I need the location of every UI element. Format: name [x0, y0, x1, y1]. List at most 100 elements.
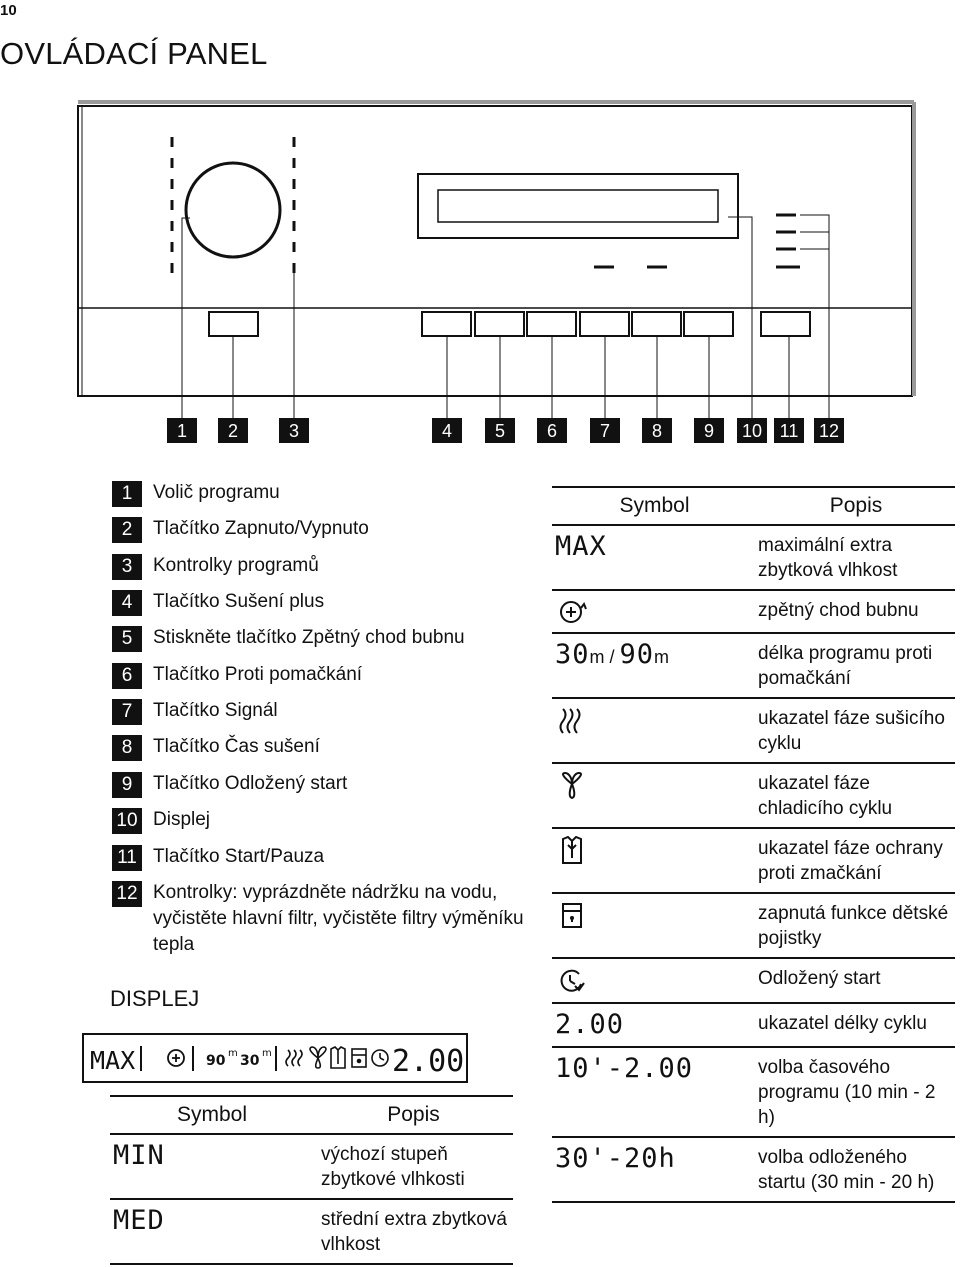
callout-label: 10	[742, 421, 762, 441]
legend-text: Volič programu	[153, 482, 280, 503]
legend-number: 3	[112, 554, 142, 580]
heat-waves-icon	[559, 708, 581, 734]
symbol-text: MAX	[555, 531, 607, 562]
callout-box-8	[642, 418, 672, 443]
callout-label: 2	[228, 421, 238, 441]
symbol-text: MED	[113, 1205, 165, 1236]
table-row: ukazatel fáze chladicího cyklu	[552, 763, 955, 829]
callout-box-2	[218, 418, 248, 443]
callout-label: 3	[289, 421, 299, 441]
legend-number: 10	[112, 808, 142, 834]
panel-buttons	[208, 311, 811, 337]
drum-reverse-icon	[167, 1049, 185, 1067]
display-frame	[417, 173, 739, 239]
callout-label: 12	[819, 421, 839, 441]
child-lock-icon	[351, 1048, 367, 1068]
symbol-separator: /	[609, 647, 615, 667]
callout-label: 6	[547, 421, 557, 441]
callout-box-9	[694, 418, 724, 443]
symbol-seg-a: 30	[555, 639, 590, 670]
legend-number: 12	[112, 881, 142, 907]
callout-box-7	[590, 418, 620, 443]
shirt-icon	[562, 836, 582, 864]
description-text: Odložený start	[758, 968, 881, 989]
callout-label: 11	[780, 421, 799, 441]
symbol-text: 2.00	[555, 1009, 625, 1040]
display-max-label: MAX	[90, 1046, 135, 1075]
display-time-90: 90	[206, 1053, 226, 1069]
symbol-time: 30m/90m	[555, 639, 669, 670]
callout-label: 8	[652, 421, 662, 441]
table-header-symbol: Symbol	[110, 1095, 315, 1135]
program-indicator-dashes	[170, 137, 296, 273]
legend-number: 11	[112, 845, 142, 871]
symbol-text: 30'-20h	[555, 1143, 676, 1174]
display-readout: 2.00	[392, 1044, 464, 1079]
callout-label: 1	[177, 421, 187, 441]
leader-lines	[181, 214, 830, 418]
callout-box-10	[737, 418, 767, 443]
display-screen	[437, 189, 719, 223]
display-unit-a: m	[228, 1048, 238, 1059]
page-number: 10	[0, 2, 17, 19]
legend-text: Tlačítko Sušení plus	[153, 591, 325, 612]
description-text: výchozí stupeň zbytkové vlhkosti	[321, 1144, 465, 1190]
delay-clock-icon	[371, 1049, 389, 1067]
table-row: MED střední extra zbytková vlhkost	[110, 1199, 513, 1265]
heat-waves-icon	[285, 1049, 303, 1067]
delay-clock-icon	[560, 969, 585, 992]
symbol-unit-b: m	[654, 647, 670, 667]
symbol-text: 10'-2.00	[555, 1053, 694, 1084]
description-text: zapnutá funkce dětské pojistky	[758, 903, 949, 949]
description-text: ukazatel fáze sušicího cyklu	[758, 708, 945, 754]
table-row: ukazatel fáze ochrany proti zmačkání	[552, 828, 955, 894]
legend-number: 7	[112, 699, 142, 725]
table-row: zapnutá funkce dětské pojistky	[552, 893, 955, 959]
description-text: střední extra zbytková vlhkost	[321, 1209, 507, 1255]
legend-text: Tlačítko Proti pomačkání	[153, 664, 363, 685]
description-text: délka programu proti pomačkání	[758, 643, 933, 689]
legend-text: Kontrolky: vyprázdněte nádržku na vodu, …	[153, 882, 524, 955]
legend-text: Tlačítko Odložený start	[153, 773, 348, 794]
legend-text: Stiskněte tlačítko Zpětný chod bubnu	[153, 627, 465, 648]
callout-label: 5	[495, 421, 505, 441]
fan-icon	[562, 771, 582, 800]
display-time-30: 30	[240, 1053, 260, 1069]
callout-label: 9	[704, 421, 714, 441]
callout-box-5	[485, 418, 515, 443]
legend-text: Tlačítko Signál	[153, 700, 278, 721]
legend-text: Tlačítko Čas sušení	[153, 736, 320, 757]
description-text: ukazatel fáze ochrany proti zmačkání	[758, 838, 943, 884]
drum-reverse-icon	[560, 601, 587, 623]
table-header-desc: Popis	[757, 486, 955, 526]
legend-text: Tlačítko Start/Pauza	[153, 846, 325, 867]
callout-box-6	[537, 418, 567, 443]
shirt-icon	[330, 1046, 346, 1069]
description-text: ukazatel fáze chladicího cyklu	[758, 773, 893, 819]
legend-text: Displej	[153, 809, 211, 830]
legend-text: Kontrolky programů	[153, 555, 319, 576]
page-title: OVLÁDACÍ PANEL	[0, 36, 268, 71]
table-row: ukazatel fáze sušicího cyklu	[552, 698, 955, 764]
table-header-desc: Popis	[314, 1095, 513, 1135]
legend-number: 2	[112, 517, 142, 543]
callout-label: 4	[442, 421, 452, 441]
legend-number: 1	[112, 481, 142, 507]
display-strip: MAX 90 m 30 m 2.00	[82, 1033, 468, 1083]
fan-icon	[309, 1046, 327, 1069]
legend-number: 8	[112, 735, 142, 761]
legend-text: Tlačítko Zapnuto/Vypnuto	[153, 518, 369, 539]
callout-box-1	[167, 418, 197, 443]
symbol-unit-a: m	[589, 647, 605, 667]
callout-box-4	[432, 418, 462, 443]
table-header-symbol: Symbol	[552, 486, 757, 526]
legend-number: 5	[112, 626, 142, 652]
program-dial	[184, 161, 282, 259]
